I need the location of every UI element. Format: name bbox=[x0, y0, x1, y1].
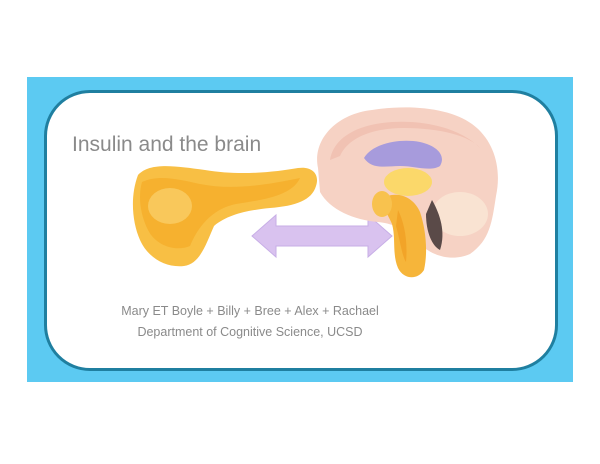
affiliation-line: Department of Cognitive Science, UCSD bbox=[137, 325, 363, 339]
credits-block: Mary ET Boyle + Billy + Bree + Alex + Ra… bbox=[100, 301, 400, 343]
author-line: Mary ET Boyle + Billy + Bree + Alex + Ra… bbox=[121, 304, 379, 318]
slide-title: Insulin and the brain bbox=[72, 133, 262, 156]
